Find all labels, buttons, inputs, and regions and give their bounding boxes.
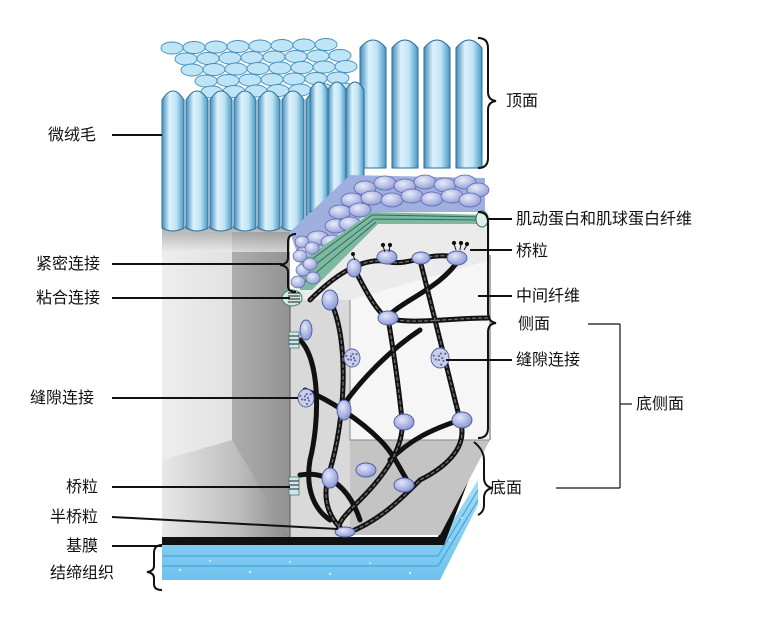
microvillus-tip [182, 41, 206, 54]
microvillus-tip [160, 41, 184, 55]
basolateral-bracket [556, 323, 632, 489]
cobble [400, 188, 424, 204]
label-basement-membrane: 基膜 [66, 536, 99, 555]
cobble [413, 174, 437, 190]
microvillus-tip [202, 63, 226, 76]
desmosome [355, 462, 377, 478]
microvillus-tip [174, 52, 198, 66]
connective-tissue [162, 480, 479, 580]
microvillus-tip [204, 40, 228, 54]
label-gap-junction-left: 缝隙连接 [30, 388, 95, 407]
microvillus [359, 39, 387, 169]
desmosome [321, 289, 339, 311]
microvillus-tip [224, 62, 248, 76]
desmosome [451, 411, 473, 429]
label-desmosome-left: 桥粒 [66, 477, 99, 496]
microvillus-tip [246, 62, 270, 75]
microvillus [185, 90, 209, 232]
label-basal: 底面 [490, 478, 523, 497]
microvillus-tip [312, 60, 336, 74]
microvillus-tip [238, 73, 262, 87]
tight-junction-cobble [302, 257, 318, 271]
label-adherens-junction: 粘合连接 [36, 288, 101, 307]
microvillus [257, 90, 281, 232]
label-desmosome-right: 桥粒 [516, 241, 549, 260]
label-actin-myosin: 肌动蛋白和肌球蛋白纤维 [516, 209, 693, 228]
adherens-junction [281, 289, 303, 307]
tight-junction [290, 235, 321, 289]
desmosome [299, 319, 313, 341]
desmosome [336, 399, 352, 421]
desmosome-left-plate [288, 331, 300, 496]
tight-junction-cobble [290, 275, 306, 289]
microvillus-tip [268, 61, 292, 75]
microvillus-tip [290, 61, 314, 74]
microvillus-tip [196, 52, 220, 65]
microvillus [281, 90, 305, 232]
label-apical: 顶面 [506, 91, 539, 110]
microvillus-tip [260, 73, 284, 86]
microvillus-tip [226, 40, 250, 53]
cobble [458, 192, 482, 208]
microvillus-tip [284, 50, 308, 63]
microvillus [345, 81, 365, 193]
desmosome [393, 413, 415, 431]
label-basolateral: 底侧面 [636, 394, 685, 413]
desmosome [321, 467, 339, 489]
microvillus-tip [240, 51, 264, 64]
cobble [420, 191, 444, 207]
microvillus-tip [262, 50, 286, 64]
microvillus-tip [180, 63, 204, 77]
tight-junction-cobble [305, 271, 321, 285]
desmosome [376, 249, 398, 265]
leader-lines [111, 134, 512, 547]
microvillus [161, 90, 185, 232]
desmosome [393, 477, 415, 493]
microvillus-tip [282, 72, 306, 86]
desmosome [411, 251, 431, 265]
microvillus-tip [334, 60, 358, 73]
microvillus-tip [292, 38, 316, 52]
microvillus [309, 81, 329, 213]
desmosome [334, 526, 356, 538]
brackets [146, 37, 497, 591]
microvillus-tip [218, 51, 242, 65]
cobble [360, 190, 384, 206]
desmosome-stubs [351, 240, 470, 261]
cobble [373, 175, 397, 191]
label-connective-tissue: 结缔组织 [50, 563, 115, 582]
microvillus-tip [306, 49, 330, 63]
microvillus-tip [194, 74, 218, 88]
desmosome [346, 258, 362, 278]
microvillus [455, 39, 483, 169]
gap-junction [430, 347, 450, 369]
label-tight-junction: 紧密连接 [36, 254, 101, 273]
cobble [348, 202, 372, 218]
desmosome [446, 250, 468, 266]
cobble [380, 192, 404, 208]
microvillus-tip [314, 38, 338, 51]
label-lateral: 侧面 [518, 314, 551, 333]
tight-junction-cobble [292, 249, 308, 263]
microvillus [233, 90, 257, 232]
microvillus-tip [270, 39, 294, 52]
microvillus-tip [248, 39, 272, 53]
tight-junction-cobble [304, 241, 320, 255]
label-microvilli: 微绒毛 [48, 125, 97, 144]
desmosome [377, 310, 399, 326]
label-hemidesmosome: 半桥粒 [50, 507, 99, 526]
microvillus-tip [216, 74, 240, 87]
microvillus [391, 39, 419, 169]
label-intermediate-filament: 中间纤维 [516, 286, 581, 305]
microvillus [209, 90, 233, 232]
gap-junction [297, 388, 315, 408]
label-gap-junction-right: 缝隙连接 [516, 350, 581, 369]
microvillus [423, 39, 451, 169]
gap-junction [343, 348, 361, 368]
microvillus-tip [328, 49, 352, 62]
